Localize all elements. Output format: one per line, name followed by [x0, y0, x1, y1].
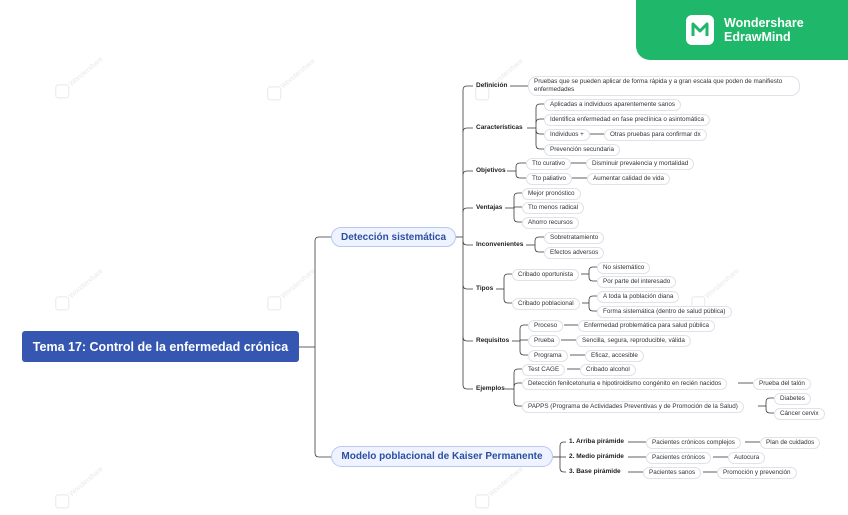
category-ejemplos[interactable]: Ejemplos: [476, 385, 505, 392]
connector-line: [513, 401, 522, 407]
connector-line: [462, 284, 473, 290]
connector-line: [462, 336, 473, 342]
connector-line: [765, 397, 774, 403]
connector-line: [534, 236, 544, 242]
kaiser-level[interactable]: 1. Arriba pirámide: [569, 438, 625, 445]
connector-line: [513, 192, 522, 198]
ejemplo-detail[interactable]: Diabetes: [774, 393, 811, 405]
main-topic-deteccion[interactable]: Detección sistemática: [331, 227, 456, 247]
ventaja-item[interactable]: Tto menos radical: [522, 202, 585, 214]
kaiser-level[interactable]: 3. Base pirámide: [569, 468, 621, 475]
connector-line: [513, 206, 522, 209]
ejemplo-detail[interactable]: Cribado alcohol: [580, 364, 636, 376]
caracteristica-item[interactable]: Prevención secundaria: [544, 144, 621, 156]
ejemplo-item[interactable]: Detección fenilcetonuria e hipotiroidism…: [522, 378, 728, 390]
connector-lines: [299, 85, 774, 473]
connector-line: [588, 306, 597, 312]
connector-line: [519, 339, 528, 342]
requisito-item[interactable]: Programa: [528, 350, 568, 362]
kaiser-action[interactable]: Promoción y prevención: [717, 467, 797, 479]
root-topic[interactable]: Tema 17: Control de la enfermedad crónic…: [22, 331, 299, 362]
connector-line: [515, 173, 526, 179]
connector-line: [503, 273, 512, 279]
brand-badge[interactable]: Wondershare EdrawMind: [636, 0, 848, 60]
category-requisitos[interactable]: Requisitos: [476, 337, 510, 344]
tipo-detail[interactable]: Forma sistemática (dentro de salud públi…: [597, 306, 732, 318]
ejemplo-item[interactable]: Test CAGE: [522, 364, 566, 376]
connector-line: [462, 207, 473, 213]
connector-line: [559, 441, 566, 447]
ejemplo-detail[interactable]: Cáncer cervix: [774, 408, 825, 420]
tipo-item[interactable]: Cribado poblacional: [512, 298, 580, 310]
caracteristica-detail[interactable]: Otras pruebas para confirmar dx: [604, 129, 707, 141]
connector-line: [588, 276, 597, 282]
connector-line: [588, 266, 597, 272]
kaiser-patients[interactable]: Pacientes sanos: [643, 467, 702, 479]
kaiser-patients[interactable]: Pacientes crónicos: [646, 452, 711, 464]
connector-line: [559, 467, 566, 473]
requisito-item[interactable]: Prueba: [528, 335, 561, 347]
connector-line: [534, 247, 544, 253]
kaiser-action[interactable]: Plan de cuidados: [760, 437, 821, 449]
category-caracteristicas[interactable]: Características: [476, 124, 523, 131]
ejemplo-item[interactable]: PAPPS (Programa de Actividades Preventiv…: [522, 401, 744, 413]
edrawmind-logo-icon: [686, 15, 714, 45]
category-tipos[interactable]: Tipos: [476, 285, 494, 292]
connector-line: [314, 236, 331, 242]
connector-line: [519, 324, 528, 330]
category-ventajas[interactable]: Ventajas: [476, 204, 503, 211]
connector-line: [535, 129, 544, 135]
requisito-detail[interactable]: Sencilla, segura, reproducible, válida: [576, 335, 691, 347]
caracteristica-item[interactable]: Identifica enfermedad en fase preclínica…: [544, 114, 711, 126]
objetivo-detail[interactable]: Disminuir prevalencia y mortalidad: [586, 158, 695, 170]
inconveniente-item[interactable]: Efectos adversos: [544, 247, 605, 259]
brand-name: Wondershare EdrawMind: [724, 16, 804, 44]
connector-line: [535, 118, 544, 124]
kaiser-level[interactable]: 2. Medio pirámide: [569, 453, 624, 460]
connector-line: [513, 217, 522, 223]
kaiser-action[interactable]: Autocura: [728, 452, 766, 464]
connector-line: [513, 368, 522, 374]
connector-line: [314, 452, 331, 458]
requisito-detail[interactable]: Enfermedad problemática para salud públi…: [578, 320, 715, 332]
ejemplo-detail[interactable]: Prueba del talón: [753, 378, 811, 390]
connector-line: [535, 144, 544, 150]
connector-line: [535, 103, 544, 109]
connector-line: [462, 127, 473, 133]
connector-line: [765, 408, 774, 414]
ventaja-item[interactable]: Mejor pronóstico: [522, 188, 581, 200]
connector-line: [462, 85, 473, 91]
objetivo-item[interactable]: Tto curativo: [526, 158, 571, 170]
connector-line: [588, 295, 597, 301]
connector-line: [515, 162, 526, 168]
connector-line: [513, 382, 522, 388]
main-topic-kaiser[interactable]: Modelo poblacional de Kaiser Permanente: [331, 446, 553, 467]
kaiser-patients[interactable]: Pacientes crónicos complejos: [646, 437, 741, 449]
category-inconvenientes[interactable]: Inconvenientes: [476, 241, 524, 248]
category-definicion[interactable]: Definición: [476, 82, 508, 89]
connector-line: [519, 350, 528, 356]
definicion-text[interactable]: Pruebas que se pueden aplicar de forma r…: [528, 76, 800, 96]
objetivo-detail[interactable]: Aumentar calidad de vida: [587, 173, 671, 185]
tipo-detail[interactable]: No sistemático: [597, 262, 651, 274]
connector-line: [462, 384, 473, 390]
ventaja-item[interactable]: Ahorro recursos: [522, 217, 579, 229]
requisito-item[interactable]: Proceso: [528, 320, 564, 332]
caracteristica-item[interactable]: Aplicadas a individuos aparentemente san…: [544, 99, 681, 111]
category-objetivos[interactable]: Objetivos: [476, 167, 506, 174]
connector-line: [462, 240, 473, 246]
inconveniente-item[interactable]: Sobretratamiento: [544, 232, 605, 244]
requisito-detail[interactable]: Eficaz, accesible: [585, 350, 644, 362]
connector-line: [503, 298, 512, 304]
tipo-detail[interactable]: A toda la población diana: [597, 291, 680, 303]
caracteristica-item[interactable]: Individuos +: [544, 129, 590, 141]
objetivo-item[interactable]: Tto paliativo: [526, 173, 572, 185]
tipo-detail[interactable]: Por parte del interesado: [597, 276, 677, 288]
tipo-item[interactable]: Cribado oportunista: [512, 269, 579, 281]
connector-line: [462, 170, 473, 176]
